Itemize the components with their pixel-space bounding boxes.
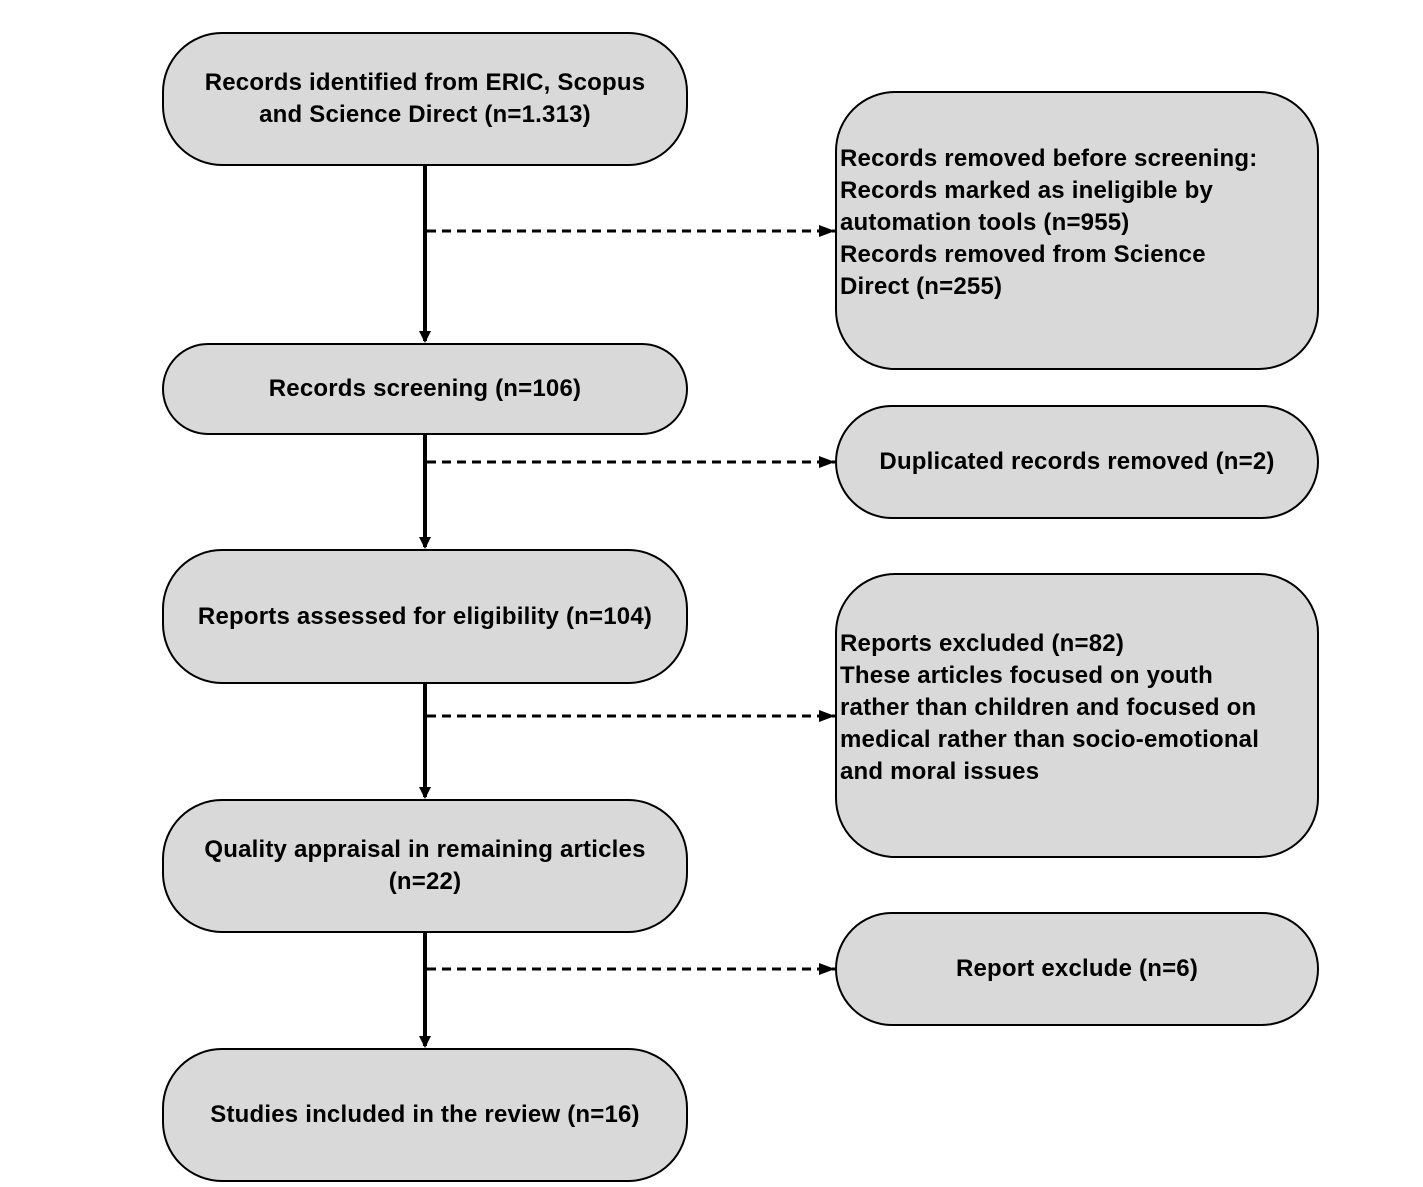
report-exclude-box: Report exclude (n=6) [835,912,1319,1026]
studies-included-box: Studies included in the review (n=16) [162,1048,688,1182]
eligibility-box: Reports assessed for eligibility (n=104) [162,549,688,684]
reports-excluded-box: Reports excluded (n=82) These articles f… [835,573,1319,858]
records-screening-text: Records screening (n=106) [268,375,582,402]
studies-included-text: Studies included in the review (n=16) [210,1101,640,1128]
records-identified-text: Records identified from ERIC, Scopus and… [204,69,646,128]
reports-excluded-text: Reports excluded (n=82) These articles f… [840,629,1260,785]
records-identified-box: Records identified from ERIC, Scopus and… [162,32,688,166]
removed-before-screening-box: Records removed before screening: Record… [835,91,1319,370]
records-screening-box: Records screening (n=106) [162,343,688,435]
report-exclude-text: Report exclude (n=6) [955,955,1199,982]
removed-before-screening-text: Records removed before screening: Record… [840,144,1258,300]
quality-appraisal-box: Quality appraisal in remaining articles … [162,799,688,933]
duplicated-records-box: Duplicated records removed (n=2) [835,405,1319,519]
duplicated-records-text: Duplicated records removed (n=2) [879,448,1275,475]
eligibility-text: Reports assessed for eligibility (n=104) [197,602,653,630]
quality-appraisal-text: Quality appraisal in remaining articles … [204,836,646,895]
